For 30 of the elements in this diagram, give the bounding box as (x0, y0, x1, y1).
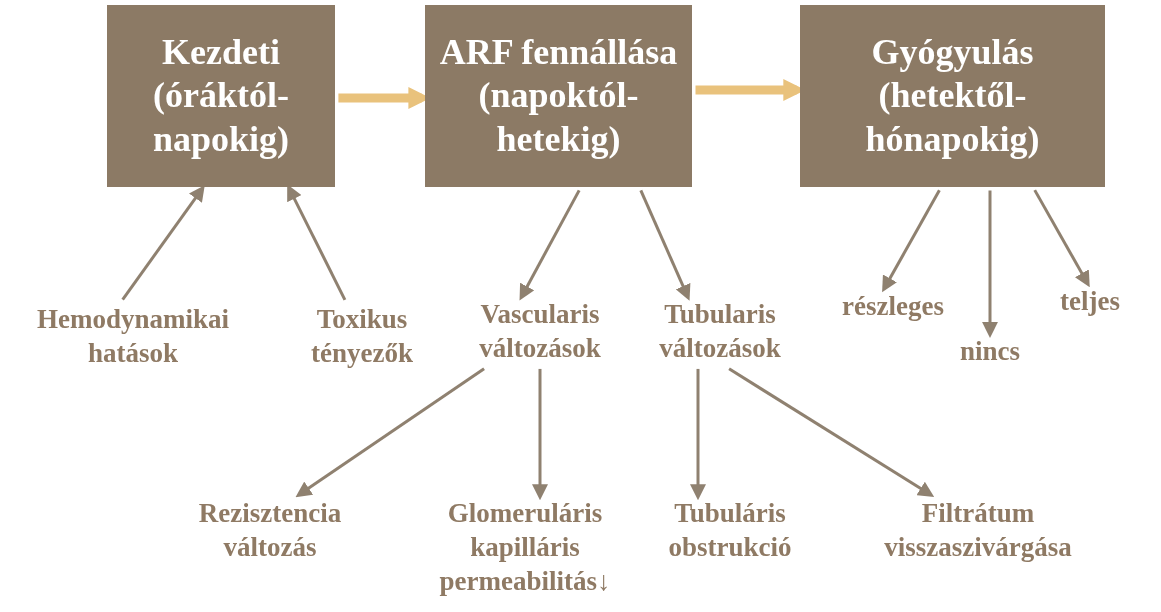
node-label: részleges (842, 290, 944, 323)
arrow (690, 368, 706, 501)
node-label: Tubuláris obstrukció (667, 497, 793, 564)
stage-title: ARF fennállása (439, 31, 678, 75)
arrow (295, 367, 485, 498)
arrow (519, 189, 581, 301)
node-label: nincs (960, 335, 1020, 368)
node-label: Filtrátum visszaszivárgása (883, 497, 1073, 564)
arrow (982, 190, 998, 338)
stage-period: (napoktól-hetekig) (477, 74, 640, 161)
node-label: Rezisztencia változás (197, 497, 343, 564)
node-label: teljes (1060, 285, 1120, 318)
node-label: Hemodynamikai hatások (36, 303, 230, 370)
arrow (882, 189, 941, 293)
arrow (532, 368, 548, 501)
stage-period: (óráktól-napokig) (151, 74, 291, 161)
node-label: Vascularis változások (478, 298, 602, 365)
arrow (121, 185, 205, 301)
node-label: Toxikus tényezők (310, 303, 414, 370)
stage-period: (hetektől-hónapokig) (864, 74, 1041, 161)
arrow (639, 189, 691, 301)
arrow (728, 367, 935, 497)
stage-title: Gyógyulás (871, 31, 1034, 75)
node-label: Tubularis változások (658, 298, 782, 365)
stage-box (107, 5, 335, 187)
stage-box (425, 5, 692, 187)
arrow (1033, 189, 1090, 288)
stage-title: Kezdeti (162, 31, 280, 75)
node-label: Glomeruláris kapilláris permeabilitás↓ (438, 497, 612, 598)
stage-box (800, 5, 1105, 187)
